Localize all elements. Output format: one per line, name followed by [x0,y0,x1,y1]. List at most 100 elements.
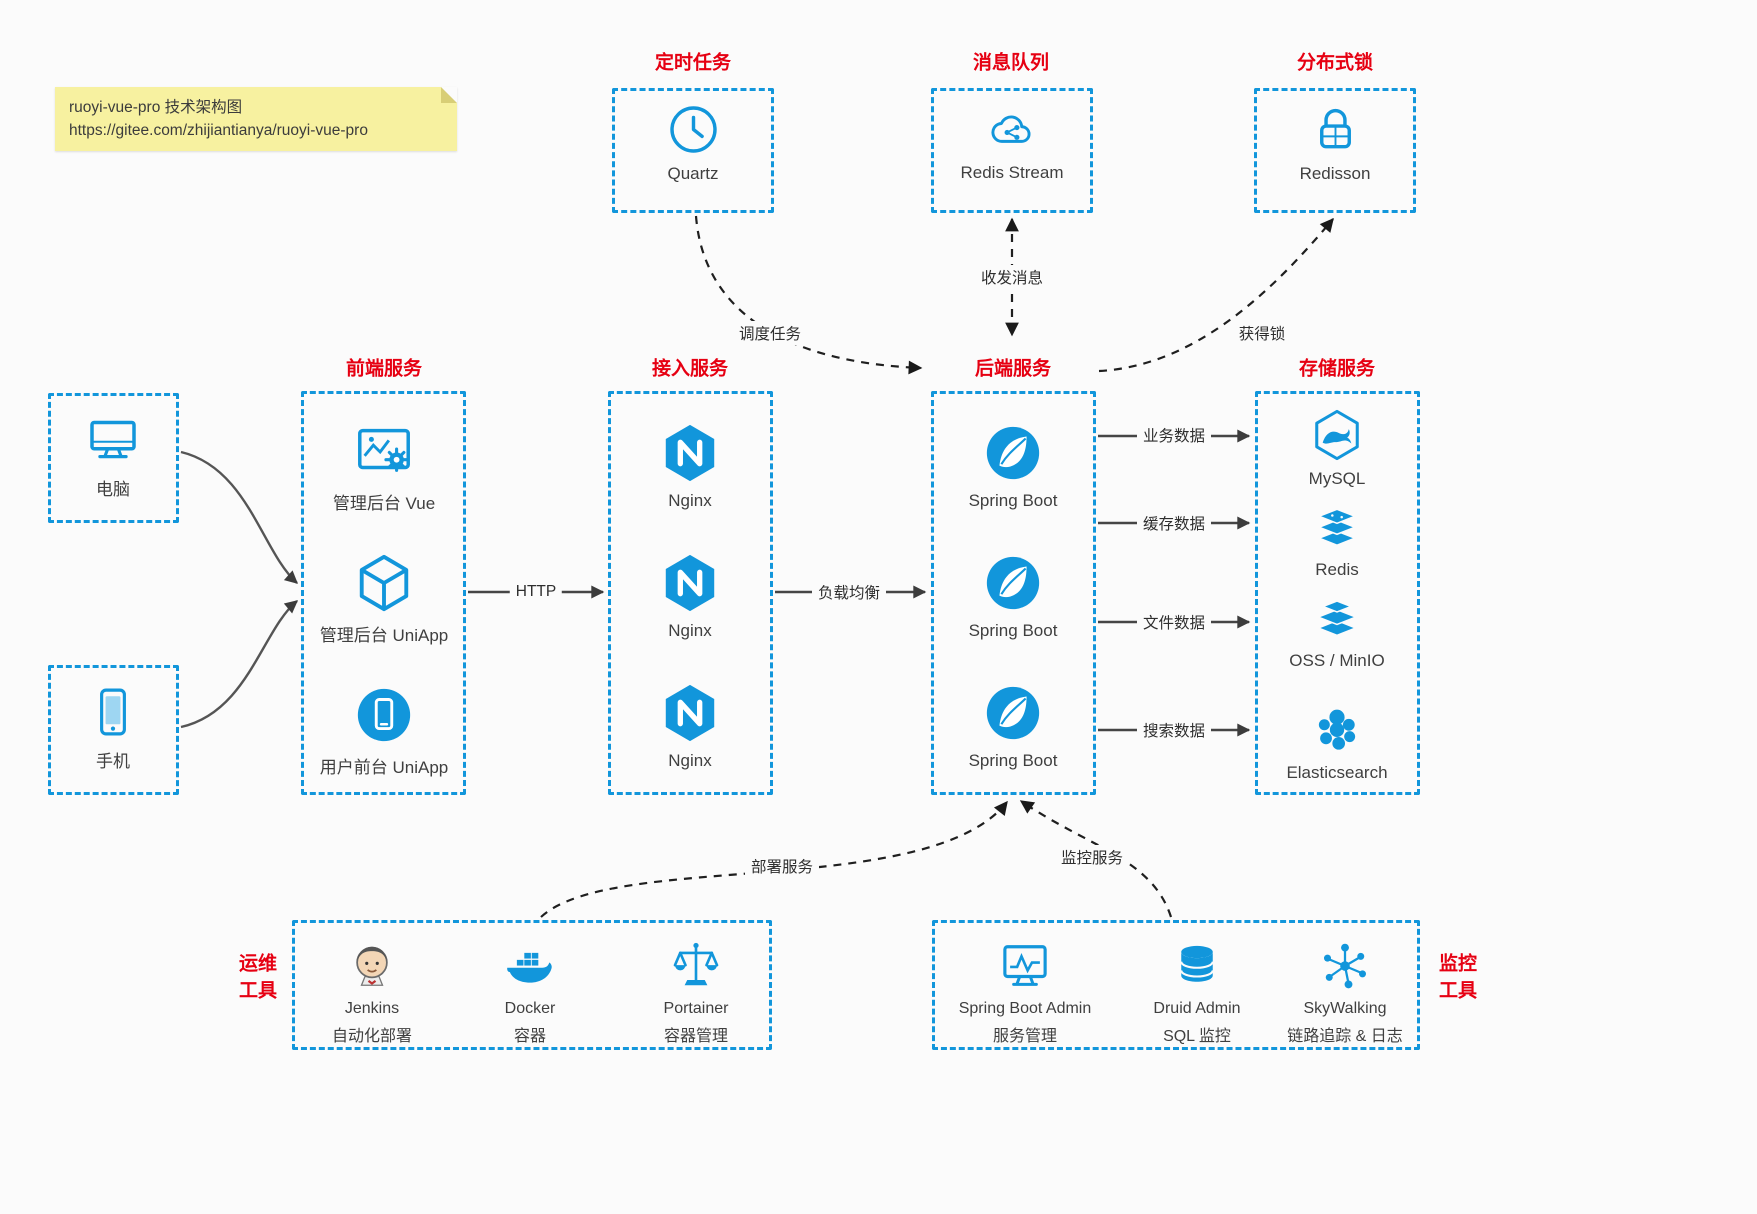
node-desc: 容器管理 [663,1028,728,1045]
mysql-icon [1310,408,1364,462]
node-name: Docker [504,1000,556,1017]
node-label: OSS / MinIO [1289,651,1385,670]
redis-icon [1310,503,1364,553]
node-mysql: MySQL [1252,408,1422,489]
node-label: 用户前台 UniApp [319,758,449,777]
box-monitor-tools [932,920,1420,1050]
node-label: Elasticsearch [1286,763,1388,782]
note-title: ruoyi-vue-pro 技术架构图 [69,99,243,116]
title-backend-services: 后端服务 [974,358,1052,380]
title-frontend-services: 前端服务 [345,358,423,380]
elasticsearch-icon [1310,702,1364,756]
edge-label-file-data: 文件数据 [1136,610,1212,634]
node-spring-boot-2: Spring Boot [928,552,1098,641]
label-ops-tools: 运维 工具 [239,951,277,1004]
node-druid: Druid Admin SQL 监控 [1117,938,1277,1046]
node-desc: 服务管理 [992,1028,1057,1045]
label-monitor-line1: 监控 [1438,953,1478,975]
node-label: Nginx [668,491,712,510]
node-label: Quartz [667,164,719,183]
node-nginx-2: Nginx [605,552,775,641]
node-user-uniapp: 用户前台 UniApp [299,684,469,778]
box-scheduled-tasks [612,88,774,213]
node-label: Spring Boot [968,621,1058,640]
box-storage-services [1255,391,1420,795]
node-label: Redis Stream [960,163,1064,182]
node-name: Jenkins [344,1000,400,1017]
node-label: Redis [1315,560,1359,579]
node-skywalking: SkyWalking 链路追踪 & 日志 [1265,938,1425,1046]
node-label: Nginx [668,621,712,640]
box-phone-client [48,665,179,795]
node-jenkins: Jenkins 自动化部署 [292,938,452,1046]
node-quartz: Quartz [608,102,778,184]
label-ops-line2: 工具 [238,980,278,1001]
druid-icon [1169,938,1225,994]
node-name: SkyWalking [1303,1000,1387,1017]
user-app-icon [353,684,415,746]
edge-label-cache-data: 缓存数据 [1136,511,1212,535]
nginx-icon [659,682,721,744]
node-desc: SQL 监控 [1163,1028,1231,1045]
node-nginx-1: Nginx [605,422,775,511]
box-access-services [608,391,773,795]
node-admin-vue: 管理后台 Vue [299,420,469,514]
spring-boot-icon [982,552,1044,614]
node-spring-boot-3: Spring Boot [928,682,1098,771]
node-label: Nginx [668,751,712,770]
node-name: Druid Admin [1153,1000,1241,1017]
node-label: Spring Boot [968,751,1058,770]
sticky-note: ruoyi-vue-pro 技术架构图 https://gitee.com/zh… [55,87,457,151]
title-message-queue: 消息队列 [972,52,1050,74]
box-ops-tools [292,920,772,1050]
jenkins-icon [344,938,400,994]
box-backend-services [931,391,1096,795]
box-distributed-lock [1254,88,1416,213]
node-label: 电脑 [96,480,130,499]
box-frontend-services [301,391,466,795]
node-label: MySQL [1308,469,1366,488]
node-oss-minio: OSS / MinIO [1252,594,1422,671]
edge-label-monitor: 监控服务 [1054,845,1130,869]
node-desc: 自动化部署 [331,1028,412,1045]
title-access-services: 接入服务 [651,358,729,380]
node-label: Spring Boot [968,491,1058,510]
label-monitor-tools: 监控 工具 [1439,951,1477,1004]
title-storage-services: 存储服务 [1298,358,1376,380]
node-label: 手机 [96,752,130,771]
mobile-icon [85,684,141,740]
title-distributed-lock: 分布式锁 [1296,52,1374,74]
node-spring-boot-1: Spring Boot [928,422,1098,511]
edge-label-search-data: 搜索数据 [1136,718,1212,742]
edge-label-load-balance: 负载均衡 [811,580,887,604]
portainer-icon [668,938,724,994]
node-docker: Docker 容器 [450,938,610,1046]
node-redis-stream: Redis Stream [927,104,1097,183]
node-label: 管理后台 UniApp [319,626,449,645]
node-pc: 电脑 [28,412,198,500]
node-portainer: Portainer 容器管理 [616,938,776,1046]
node-desc: 容器 [513,1028,546,1045]
lock-icon [1308,102,1363,157]
edge-pc-to-frontend [180,450,298,584]
node-name: Spring Boot Admin [958,1000,1092,1017]
edge-schedule-task [694,215,923,375]
edge-label-schedule-task: 调度任务 [732,321,808,345]
node-phone: 手机 [28,684,198,772]
label-monitor-line2: 工具 [1438,980,1478,1001]
edge-label-http: HTTP [509,582,563,602]
edge-label-business-data: 业务数据 [1136,423,1212,447]
box-pc-client [48,393,179,523]
label-ops-line1: 运维 [238,953,278,975]
uniapp-box-icon [353,552,415,614]
node-label: Redisson [1299,164,1371,183]
edge-phone-to-frontend [180,600,299,729]
nginx-icon [659,422,721,484]
node-name: Portainer [663,1000,729,1017]
node-nginx-3: Nginx [605,682,775,771]
spring-boot-icon [982,422,1044,484]
clock-icon [666,102,721,157]
node-admin-uniapp: 管理后台 UniApp [299,552,469,646]
